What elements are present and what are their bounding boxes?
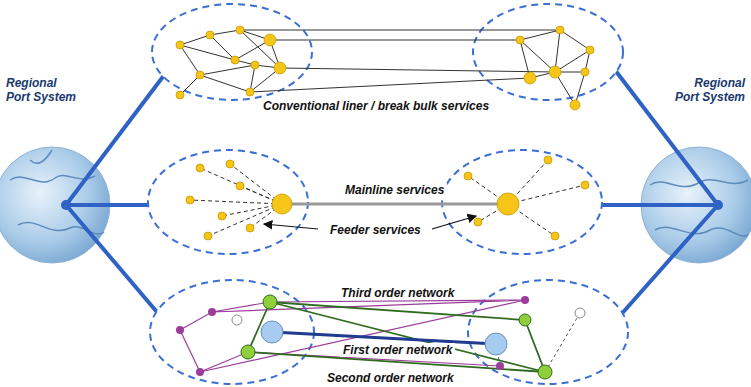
system-title: Regional Port System [673, 76, 745, 104]
service-label: Feeder services [327, 223, 424, 237]
globe-node: Regional Port System [6, 76, 78, 104]
mainline-route [282, 203, 508, 206]
service-label: Mainline services [342, 183, 447, 197]
region-circle [148, 4, 628, 384]
service-label: Conventional liner / break bulk services [260, 99, 492, 113]
network-label: Second order network [324, 371, 457, 385]
liner-route [180, 30, 590, 105]
network-label: First order network [340, 343, 455, 357]
system-title: Regional Port System [6, 76, 78, 104]
globe [0, 147, 751, 263]
port-dot [176, 26, 594, 110]
system-link [66, 70, 718, 318]
network-label: Third order network [338, 286, 457, 300]
order-route [180, 300, 580, 372]
feeder-route [190, 160, 585, 236]
port-dot [176, 295, 585, 379]
globe-node: Regional Port System [673, 76, 745, 104]
port-dot [186, 156, 589, 240]
